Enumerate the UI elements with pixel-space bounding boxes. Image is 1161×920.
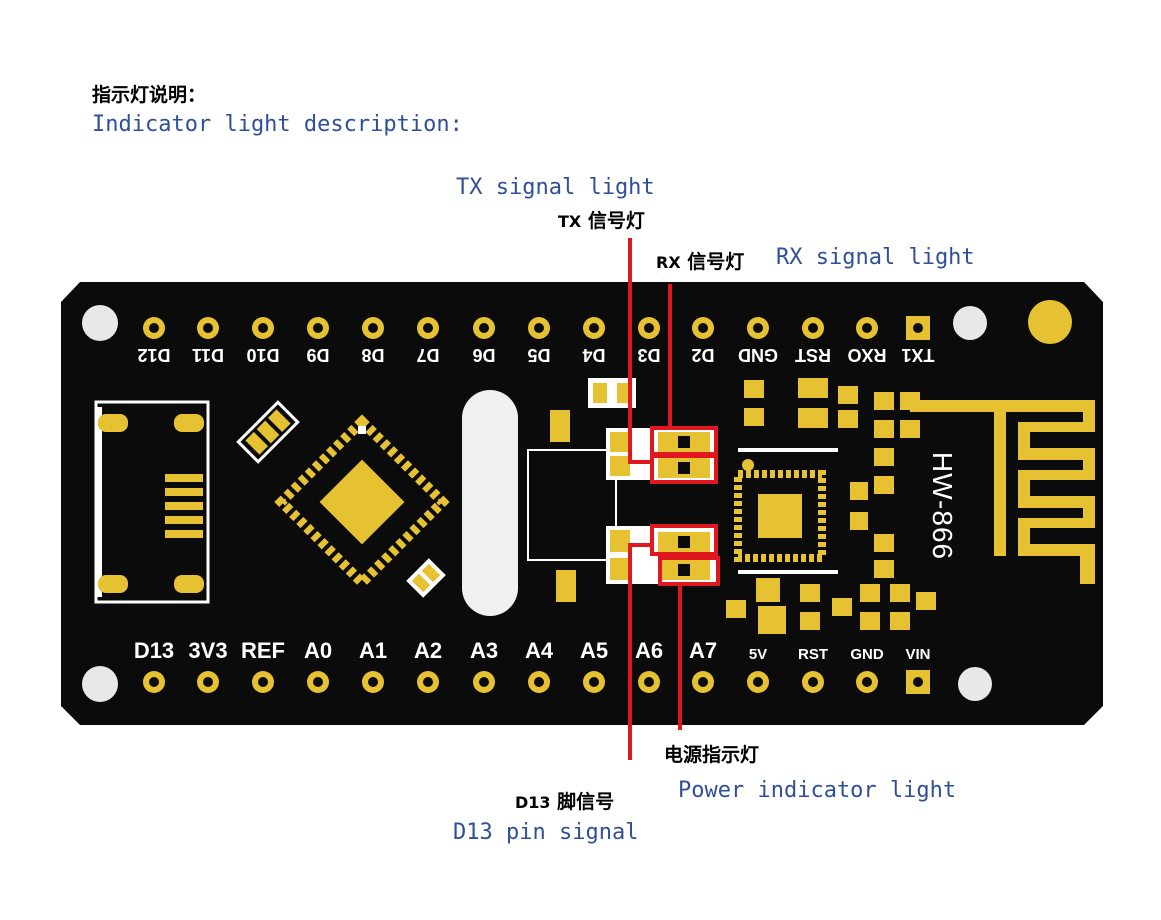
pin-label-vin: VIN xyxy=(905,646,931,663)
pin-label-d11: D11 xyxy=(191,345,225,365)
pin-label-d13: D13 xyxy=(133,638,175,663)
led-highlight-boxes xyxy=(650,426,720,586)
antenna-trace xyxy=(910,400,1095,584)
pin-label-a0: A0 xyxy=(303,638,333,663)
pin-label-a4: A4 xyxy=(524,638,554,663)
board-model-label: HW-866 xyxy=(927,451,959,561)
pin-label-d12: D12 xyxy=(137,345,171,365)
pin-label-rxo: RXO xyxy=(847,345,887,365)
usb-connector xyxy=(94,400,210,604)
rx-label-cn: RX 信号灯 xyxy=(656,247,744,274)
pin-label-gnd: GND xyxy=(738,345,778,365)
pin-label-tx1: TX1 xyxy=(901,345,935,365)
heading-en: Indicator light description: xyxy=(92,112,463,137)
mount-hole xyxy=(82,305,118,341)
pin-label-a1: A1 xyxy=(358,638,388,663)
pin-label-d3: D3 xyxy=(637,345,661,365)
tx-label-cn: TX 信号灯 xyxy=(558,206,645,233)
pin-label-ref: REF xyxy=(241,638,285,663)
main-mcu-chip xyxy=(274,414,450,590)
power-label-en: Power indicator light xyxy=(678,778,957,803)
d13-label-cn: D13 脚信号 xyxy=(515,787,614,814)
leader-lines xyxy=(628,238,682,760)
tx-label-en: TX signal light xyxy=(456,175,655,200)
tx-cn-text: 信号灯 xyxy=(587,210,645,232)
pin-label-3v3: 3V3 xyxy=(188,638,228,663)
pin-label-d10: D10 xyxy=(246,345,280,365)
pin-label-5v: 5V xyxy=(748,646,768,663)
pin-label-a5: A5 xyxy=(579,638,609,663)
heading-cn: 指示灯说明： xyxy=(92,84,207,106)
mount-hole xyxy=(82,666,118,702)
power-label-cn: 电源指示灯 xyxy=(664,744,760,766)
pin-label-a2: A2 xyxy=(413,638,443,663)
diagonal-component xyxy=(236,400,300,464)
pin-label-gnd-bottom: GND xyxy=(850,646,884,663)
rx-label-en: RX signal light xyxy=(776,245,975,270)
radio-chip xyxy=(734,448,838,574)
pin-label-rst: RST xyxy=(795,345,831,365)
pin-label-d7: D7 xyxy=(416,345,440,365)
pin-label-d9: D9 xyxy=(306,345,330,365)
gold-pad-large xyxy=(1028,300,1072,344)
crystal xyxy=(462,390,518,616)
pin-label-d2: D2 xyxy=(691,345,715,365)
tx-prefix: TX xyxy=(558,212,582,231)
pin-label-a3: A3 xyxy=(469,638,499,663)
mount-hole xyxy=(958,667,992,701)
d13-prefix: D13 xyxy=(515,793,551,812)
pin-label-a6: A6 xyxy=(634,638,664,663)
mount-hole xyxy=(953,306,987,340)
pin-label-d8: D8 xyxy=(361,345,385,365)
pin-label-a7: A7 xyxy=(688,638,718,663)
pin-label-d4: D4 xyxy=(582,345,606,365)
rx-prefix: RX xyxy=(656,253,681,272)
pin-label-rst-bottom: RST xyxy=(798,646,828,663)
rx-cn-text: 信号灯 xyxy=(687,251,745,273)
d13-cn-text: 脚信号 xyxy=(557,791,615,813)
pin-label-d6: D6 xyxy=(472,345,496,365)
pin-label-d5: D5 xyxy=(527,345,551,365)
d13-label-en: D13 pin signal xyxy=(453,820,639,845)
